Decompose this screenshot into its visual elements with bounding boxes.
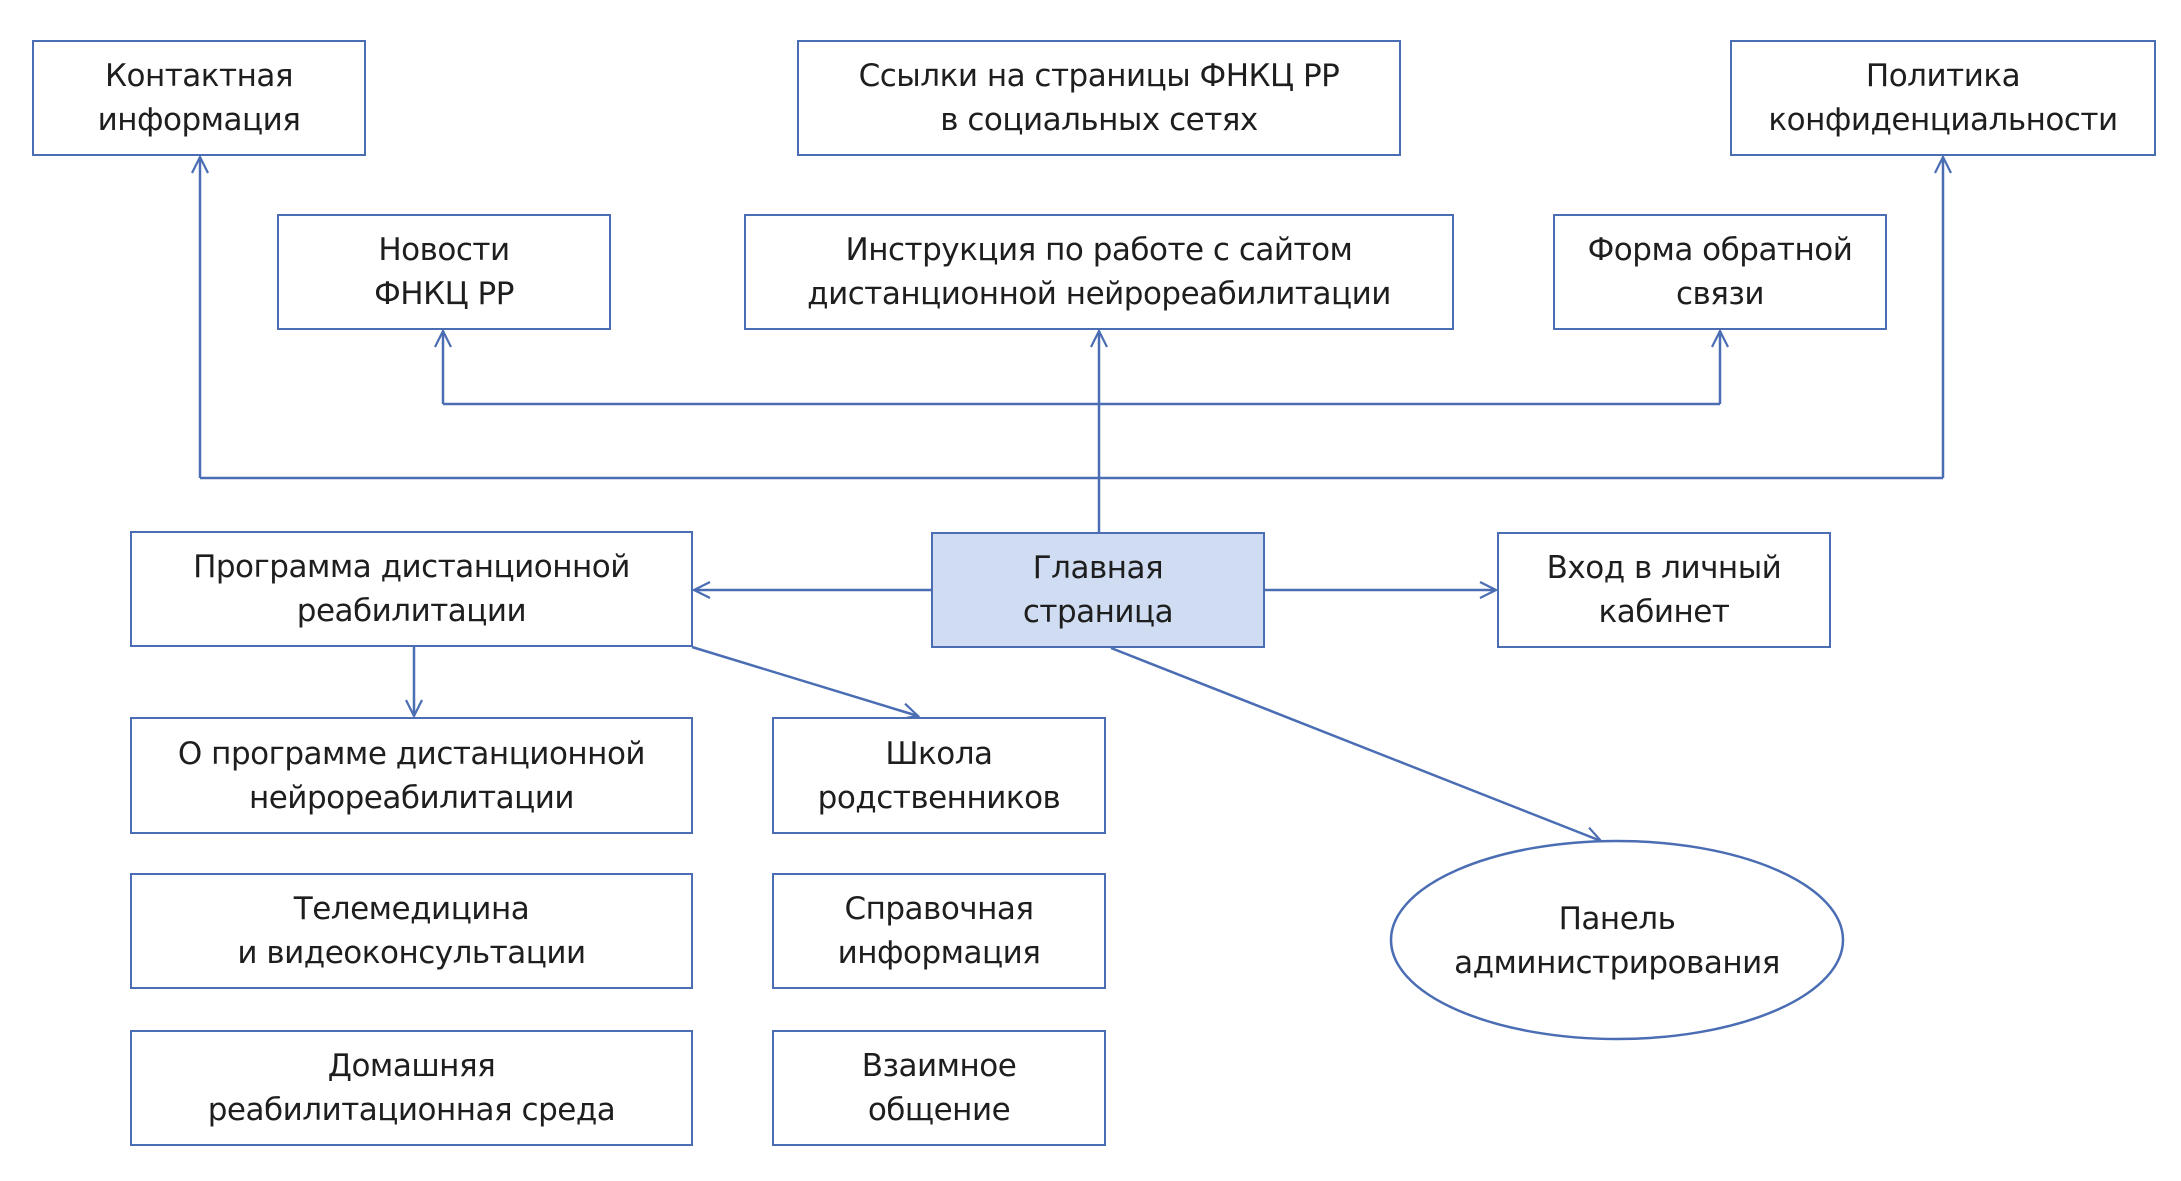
node-instructions-label: Инструкция по работе с сайтом дистанцион… [807,232,1391,312]
node-news-label: Новости ФНКЦ РР [374,232,514,312]
node-login-label: Вход в личный кабинет [1546,550,1782,630]
node-reference-info[interactable]: Справочная информация [772,873,1106,989]
node-home-environment[interactable]: Домашняя реабилитационная среда [130,1030,693,1146]
node-contacts-label: Контактная информация [97,58,301,138]
node-reference-info-label: Справочная информация [837,891,1041,971]
node-admin-panel-label: Панель администрирования [1454,901,1780,981]
node-home-environment-label: Домашняя реабилитационная среда [207,1048,616,1128]
node-program[interactable]: Программа дистанционной реабилитации [130,531,693,647]
node-login[interactable]: Вход в личный кабинет [1497,532,1831,648]
node-communication[interactable]: Взаимное общение [772,1030,1106,1146]
node-relatives-school-label: Школа родственников [817,735,1061,816]
edge-home-admin [1110,646,1601,841]
node-feedback-form-label: Форма обратной связи [1587,232,1853,312]
node-communication-label: Взаимное общение [861,1048,1017,1128]
node-instructions[interactable]: Инструкция по работе с сайтом дистанцион… [744,214,1454,330]
node-news[interactable]: Новости ФНКЦ РР [277,214,611,330]
node-social-links[interactable]: Ссылки на страницы ФНКЦ РР в социальных … [797,40,1401,156]
node-about-program[interactable]: О программе дистанционной нейрореабилита… [130,717,693,834]
node-contacts[interactable]: Контактная информация [32,40,366,156]
node-about-program-label: О программе дистанционной нейрореабилита… [177,735,646,816]
node-telemedicine-label: Телемедицина и видеоконсультации [237,891,586,971]
node-home-page-label: Главная страница [1022,550,1174,630]
node-program-label: Программа дистанционной реабилитации [193,549,630,629]
node-telemedicine[interactable]: Телемедицина и видеоконсультации [130,873,693,989]
edge-program-school [691,645,918,716]
node-social-links-label: Ссылки на страницы ФНКЦ РР в социальных … [858,58,1340,138]
node-privacy-policy-label: Политика конфиденциальности [1768,58,2118,138]
node-admin-panel[interactable]: Панель администрирования [1391,842,1843,1040]
admin-panel-ellipse[interactable] [1389,839,1845,1041]
node-privacy-policy[interactable]: Политика конфиденциальности [1730,40,2156,156]
node-feedback-form[interactable]: Форма обратной связи [1553,214,1887,330]
node-home-page[interactable]: Главная страница [931,532,1265,648]
node-relatives-school[interactable]: Школа родственников [772,717,1106,834]
